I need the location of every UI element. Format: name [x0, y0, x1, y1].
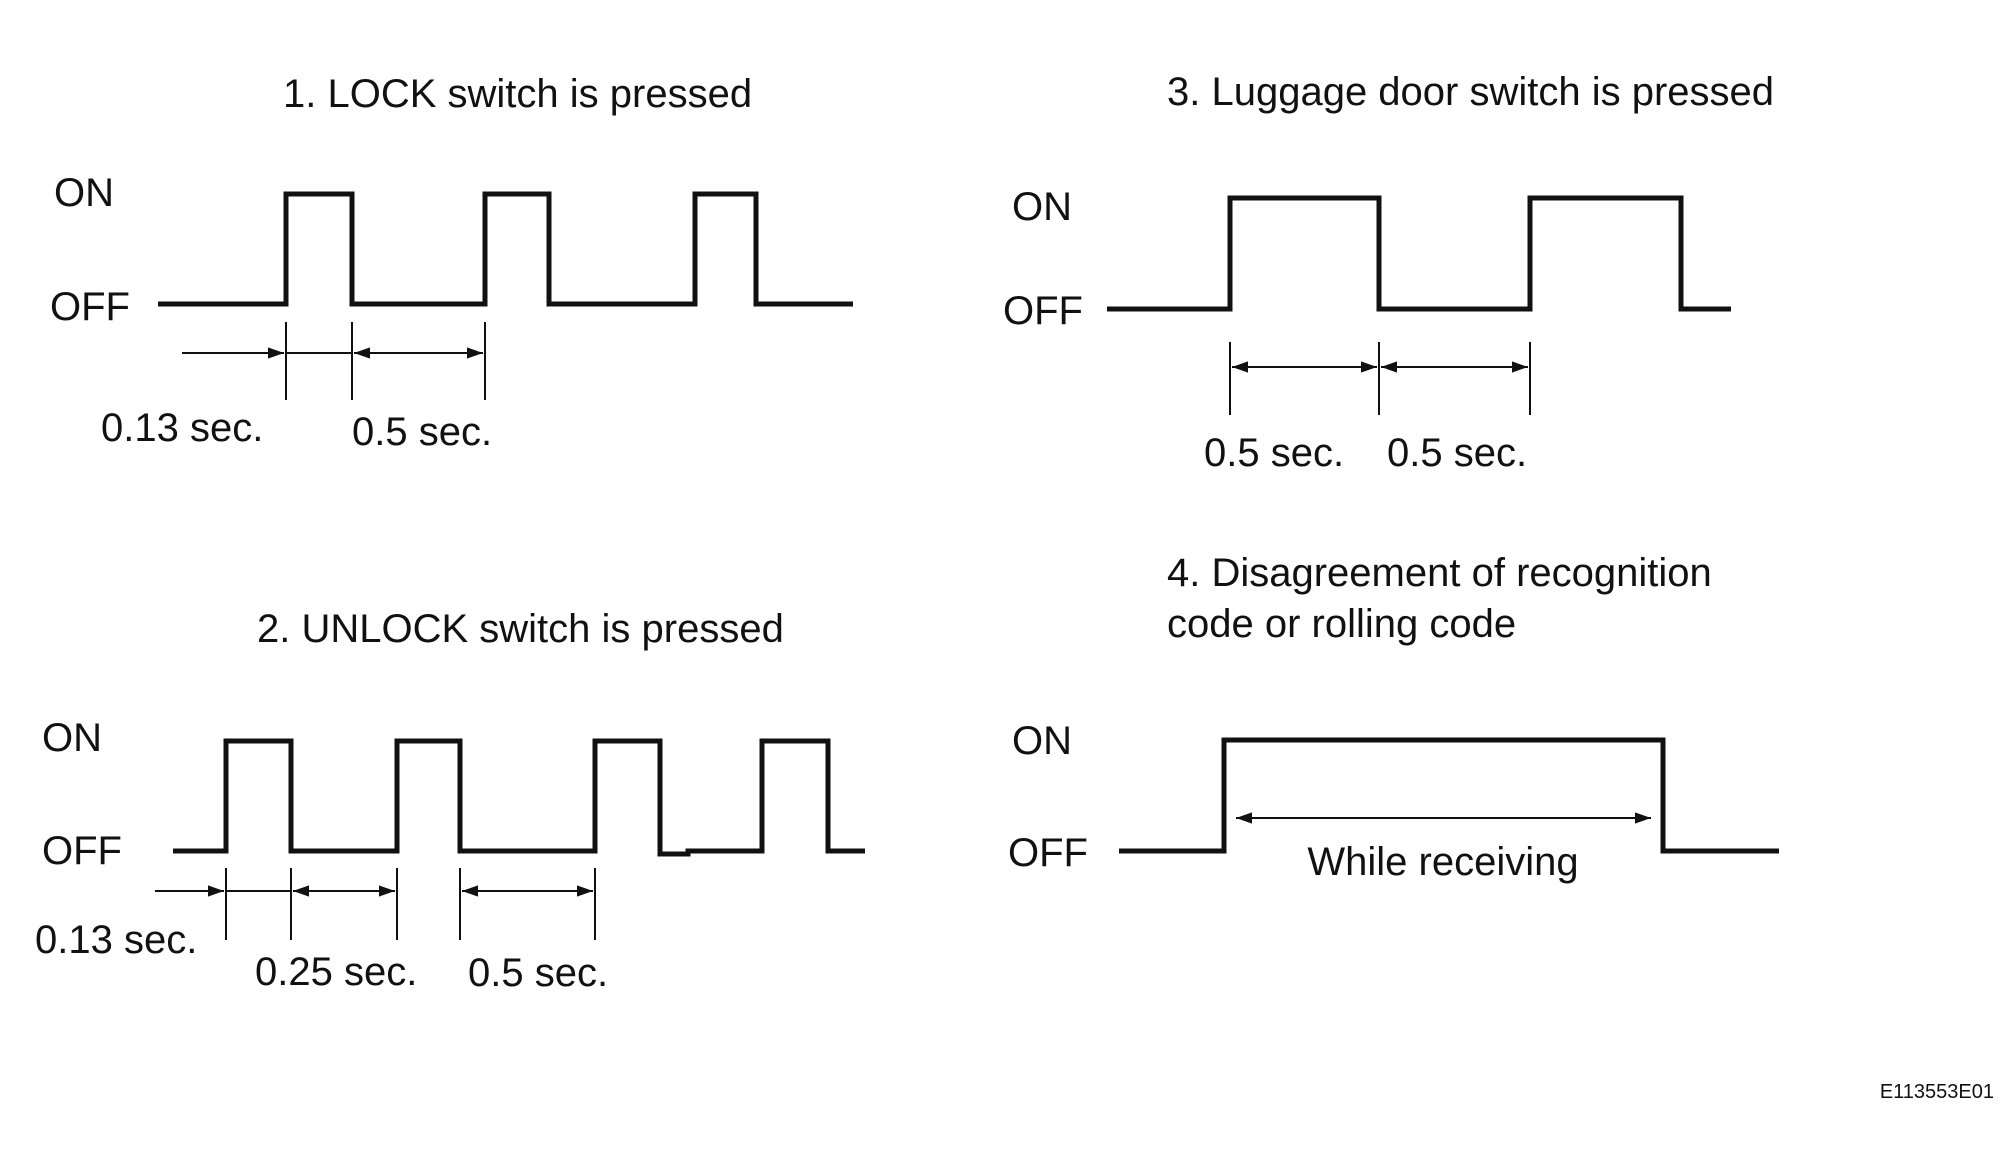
panel-code-disagreement: 4. Disagreement of recognition code or r…: [1008, 551, 1779, 884]
luggage-dimension-label-05-b: 0.5 sec.: [1387, 431, 1527, 475]
off-label-lock: OFF: [50, 285, 130, 329]
panel-lock-switch: 1. LOCK switch is pressed ON OFF 0.13 se…: [50, 72, 853, 454]
luggage-dimension-label-05-a: 0.5 sec.: [1204, 431, 1344, 475]
on-label-disagreement: ON: [1012, 719, 1072, 763]
panel-title-luggage: 3. Luggage door switch is pressed: [1167, 70, 1774, 114]
lock-signal-waveform: [158, 191, 853, 307]
off-label-luggage: OFF: [1003, 289, 1083, 333]
off-label-unlock: OFF: [42, 829, 122, 873]
unlock-dimension-label-013: 0.13 sec.: [35, 918, 197, 962]
panel-title-disagreement-line-2: code or rolling code: [1167, 602, 1516, 646]
luggage-signal-waveform: [1107, 195, 1731, 312]
panel-title-unlock: 2. UNLOCK switch is pressed: [257, 607, 784, 651]
on-label-luggage: ON: [1012, 185, 1072, 229]
figure-code: E113553E01: [1880, 1081, 1994, 1103]
disagreement-dimension-label: While receiving: [1307, 840, 1578, 884]
panel-title-disagreement-line-1: 4. Disagreement of recognition: [1167, 551, 1712, 595]
lock-dimension-label-05: 0.5 sec.: [352, 410, 492, 454]
unlock-signal-waveform: [173, 738, 865, 857]
disagreement-signal-waveform: [1119, 737, 1779, 854]
unlock-dimension-label-025: 0.25 sec.: [255, 950, 417, 994]
panel-luggage-door-switch: 3. Luggage door switch is pressed ON OFF…: [1003, 70, 1774, 475]
off-label-disagreement: OFF: [1008, 831, 1088, 875]
on-label-unlock: ON: [42, 716, 102, 760]
on-label-lock: ON: [54, 171, 114, 215]
unlock-dimension-label-05: 0.5 sec.: [468, 951, 608, 995]
lock-dimension-label-013: 0.13 sec.: [101, 406, 263, 450]
panel-unlock-switch: 2. UNLOCK switch is pressed ON OFF 0.13 …: [35, 607, 865, 995]
panel-title-lock: 1. LOCK switch is pressed: [283, 72, 752, 116]
